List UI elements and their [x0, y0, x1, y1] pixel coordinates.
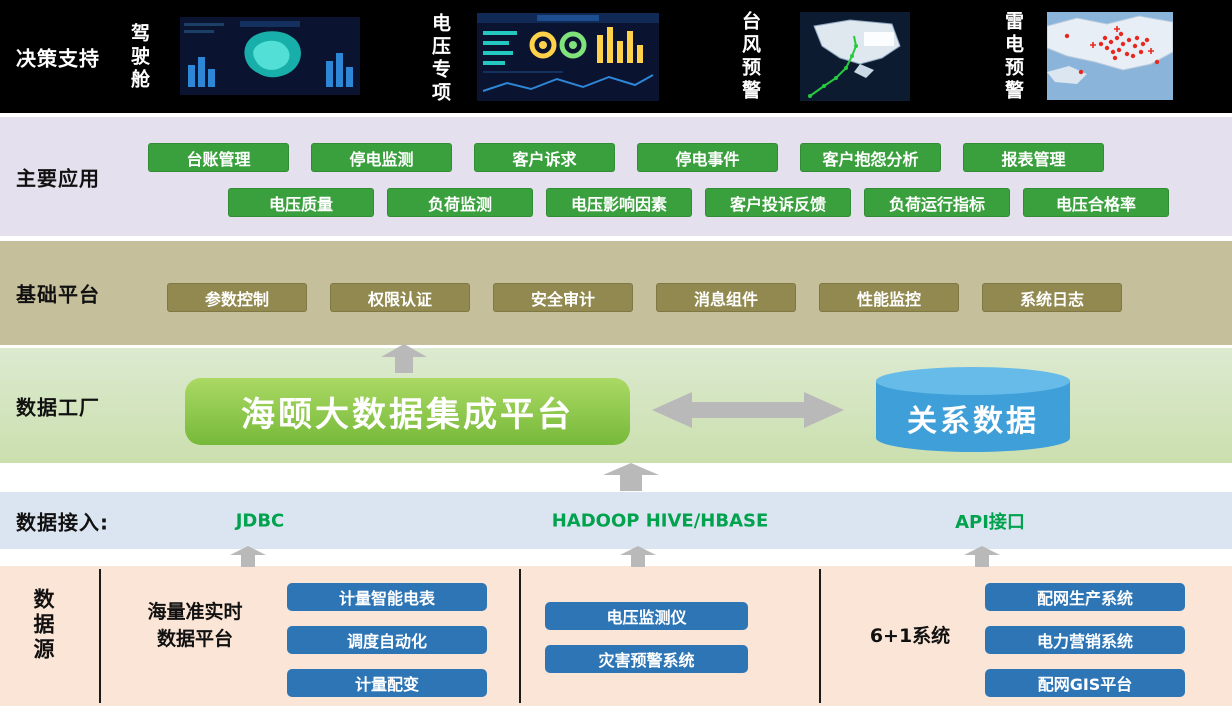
app-node-complaint-analysis: 客户抱怨分析: [800, 143, 941, 172]
access-api: API接口: [955, 511, 1025, 533]
typhoon-map-icon: [800, 12, 910, 101]
typhoon-map-thumbnail: [800, 12, 910, 101]
decision-support-label: 决策支持: [16, 46, 100, 70]
platform-node-auth: 权限认证: [330, 283, 470, 312]
source-node-distribution-production: 配网生产系统: [985, 583, 1185, 611]
voltage-special-label: 电压专项: [429, 13, 451, 105]
app-node-load-indicators: 负荷运行指标: [864, 188, 1010, 217]
app-node-complaint-feedback: 客户投诉反馈: [705, 188, 851, 217]
decision-support-band: 决策支持 驾驶舱 电压专项: [0, 0, 1232, 113]
relational-data-cylinder: 关系数据: [875, 366, 1071, 454]
typhoon-warning-label: 台风预警: [739, 11, 761, 103]
realtime-platform-title: 海量准实时 数据平台: [120, 599, 270, 653]
up-arrow-icon: [381, 344, 427, 373]
app-node-voltage-quality: 电压质量: [228, 188, 374, 217]
up-arrow-icon: [230, 546, 266, 567]
lightning-map-icon: [1047, 12, 1173, 100]
app-node-customer-appeal: 客户诉求: [474, 143, 615, 172]
divider-line: [519, 569, 521, 703]
source-node-metering-transformer: 计量配变: [287, 669, 487, 697]
data-access-band: 数据接入: JDBC HADOOP HIVE/HBASE API接口: [0, 492, 1232, 549]
platform-node-parameter-control: 参数控制: [167, 283, 307, 312]
data-access-label: 数据接入:: [16, 510, 109, 534]
source-node-power-marketing: 电力营销系统: [985, 626, 1185, 654]
main-applications-band: 主要应用 台账管理 停电监测 客户诉求 停电事件 客户抱怨分析 报表管理 电压质…: [0, 117, 1232, 236]
cockpit-dashboard-thumbnail: [180, 17, 360, 95]
data-source-label: 数据源: [31, 588, 55, 663]
platform-node-performance-monitor: 性能监控: [819, 283, 959, 312]
source-node-disaster-warning: 灾害预警系统: [545, 645, 748, 673]
six-plus-one-title: 6+1系统: [869, 625, 951, 647]
data-source-band: 数据源 海量准实时 数据平台 计量智能电表 调度自动化 计量配变 电压监测仪 灾…: [0, 566, 1232, 706]
app-node-voltage-factors: 电压影响因素: [546, 188, 692, 217]
main-applications-label: 主要应用: [16, 166, 100, 190]
relational-data-label: 关系数据: [907, 404, 1039, 439]
cockpit-label: 驾驶舱: [128, 23, 150, 92]
app-node-ledger: 台账管理: [148, 143, 289, 172]
voltage-dashboard-thumbnail: [477, 13, 659, 101]
double-arrow-icon: [652, 392, 844, 428]
app-node-report-management: 报表管理: [963, 143, 1104, 172]
data-factory-band: 数据工厂 海颐大数据集成平台 关系数据: [0, 348, 1232, 463]
data-factory-label: 数据工厂: [16, 395, 100, 419]
app-node-outage-event: 停电事件: [637, 143, 778, 172]
platform-node-system-log: 系统日志: [982, 283, 1122, 312]
realtime-platform-title-line2: 数据平台: [156, 628, 233, 650]
up-arrow-icon: [620, 546, 656, 567]
divider-line: [99, 569, 101, 703]
app-node-outage-monitoring: 停电监测: [311, 143, 452, 172]
realtime-platform-title-line1: 海量准实时: [147, 601, 243, 623]
app-node-load-monitoring: 负荷监测: [387, 188, 533, 217]
integration-platform-node: 海颐大数据集成平台: [185, 378, 630, 445]
basic-platform-label: 基础平台: [16, 282, 100, 307]
platform-node-message-component: 消息组件: [656, 283, 796, 312]
lightning-map-thumbnail: [1047, 12, 1173, 100]
source-node-dispatch-automation: 调度自动化: [287, 626, 487, 654]
source-node-voltage-monitor: 电压监测仪: [545, 602, 748, 630]
platform-node-security-audit: 安全审计: [493, 283, 633, 312]
applications-row-1: 台账管理 停电监测 客户诉求 停电事件 客户抱怨分析 报表管理: [148, 143, 1104, 172]
source-node-distribution-gis: 配网GIS平台: [985, 669, 1185, 697]
cockpit-dashboard-icon: [180, 17, 360, 95]
basic-platform-band: 基础平台 参数控制 权限认证 安全审计 消息组件 性能监控 系统日志: [0, 241, 1232, 345]
divider-line: [819, 569, 821, 703]
platform-row: 参数控制 权限认证 安全审计 消息组件 性能监控 系统日志: [167, 283, 1122, 312]
app-node-voltage-pass-rate: 电压合格率: [1023, 188, 1169, 217]
access-hadoop-hive-hbase: HADOOP HIVE/HBASE: [551, 510, 769, 531]
up-arrow-icon: [603, 463, 659, 491]
source-node-smart-meter: 计量智能电表: [287, 583, 487, 611]
up-arrow-icon: [964, 546, 1000, 567]
voltage-dashboard-icon: [477, 13, 659, 101]
lightning-warning-label: 雷电预警: [1002, 11, 1024, 103]
access-jdbc: JDBC: [235, 510, 285, 531]
applications-row-2: 电压质量 负荷监测 电压影响因素 客户投诉反馈 负荷运行指标 电压合格率: [228, 188, 1169, 217]
